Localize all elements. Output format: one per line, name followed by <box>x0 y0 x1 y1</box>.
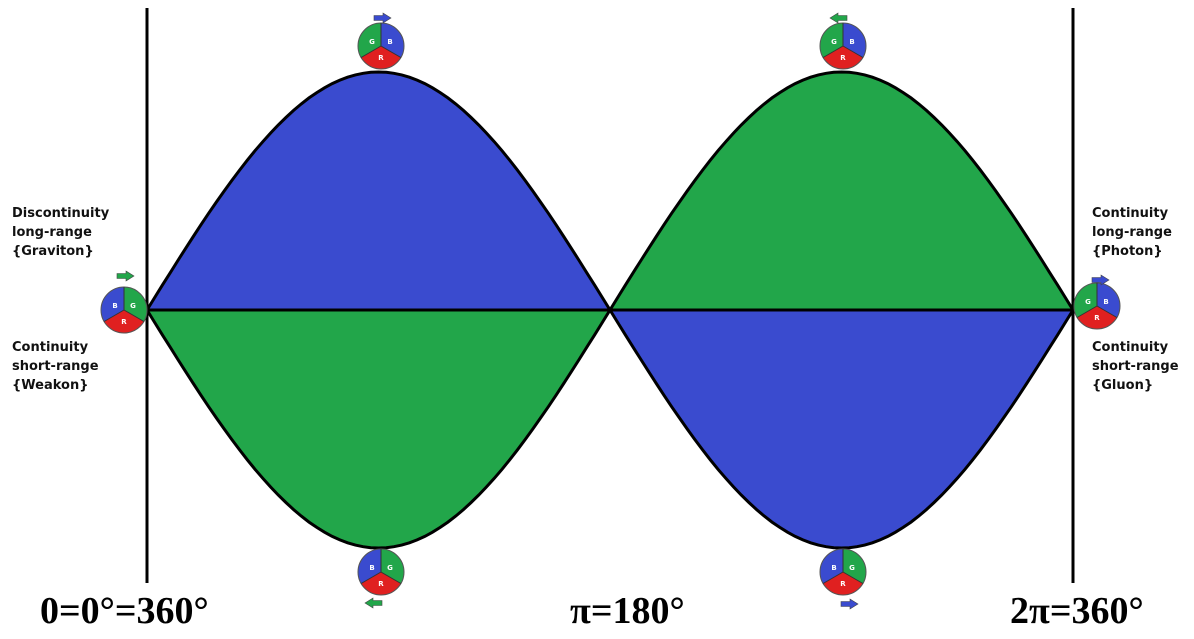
marker-letter-bottom: R <box>378 580 384 588</box>
right-upper-line-2: long-range <box>1092 225 1172 240</box>
right-upper-line-3: {Photon} <box>1092 244 1163 259</box>
upper-left-lobe <box>144 70 613 312</box>
marker-divider <box>123 309 145 322</box>
marker-divider <box>822 45 844 58</box>
marker-bottom-left-trough: B GR <box>357 548 405 609</box>
marker-divider <box>1076 305 1098 318</box>
axis-label-right: 2π=360° <box>1010 590 1144 632</box>
axis-label-middle: π=180° <box>570 590 685 632</box>
marker-top-left-crest: G BR <box>357 12 405 70</box>
marker-letter-top-right: G <box>849 564 855 572</box>
marker-letter-top-left: G <box>1085 298 1091 306</box>
marker-letter-top-right: B <box>849 38 854 46</box>
marker-letter-bottom: R <box>840 54 846 62</box>
marker-divider <box>842 571 864 584</box>
marker-letter-top-right: G <box>387 564 393 572</box>
marker-letter-bottom: R <box>378 54 384 62</box>
marker-divider <box>842 45 864 58</box>
marker-letter-top-left: B <box>369 564 374 572</box>
marker-letter-top-right: G <box>130 302 136 310</box>
left-lower-line-3: {Weakon} <box>12 378 89 393</box>
right-lower-line-2: short-range <box>1092 359 1179 374</box>
marker-sector-bottom <box>823 572 863 595</box>
right-lower-label: Continuity short-range {Gluon} <box>1092 338 1179 395</box>
marker-sector-bottom <box>361 46 401 69</box>
marker-letter-top-right: B <box>1103 298 1108 306</box>
right-lower-line-1: Continuity <box>1092 340 1169 355</box>
right-upper-label: Continuity long-range {Photon} <box>1092 204 1172 261</box>
right-upper-line-1: Continuity <box>1092 206 1169 221</box>
direction-arrow-left-icon <box>829 12 848 24</box>
left-lower-line-2: short-range <box>12 359 99 374</box>
marker-letter-top-left: G <box>831 38 837 46</box>
left-upper-line-1: Discontinuity <box>12 206 110 221</box>
marker-divider <box>1096 305 1118 318</box>
marker-sector-bottom <box>1077 306 1117 329</box>
marker-top-right-crest: G BR <box>819 12 867 70</box>
right-lower-line-3: {Gluon} <box>1092 378 1154 393</box>
left-upper-line-2: long-range <box>12 225 92 240</box>
marker-divider <box>380 571 402 584</box>
marker-letter-bottom: R <box>840 580 846 588</box>
marker-divider <box>360 571 382 584</box>
direction-arrow-right-icon <box>116 270 135 282</box>
marker-bottom-right-trough: B GR <box>819 548 867 610</box>
marker-letter-bottom: R <box>121 318 127 326</box>
upper-right-lobe <box>607 70 1076 312</box>
axis-label-left: 0=0°=360° <box>40 590 209 632</box>
marker-letter-top-left: B <box>831 564 836 572</box>
direction-arrow-right-icon <box>840 598 859 610</box>
marker-divider <box>380 45 402 58</box>
marker-letter-top-left: G <box>369 38 375 46</box>
marker-letter-top-left: B <box>112 302 117 310</box>
marker-left-axis: B GR <box>100 270 148 334</box>
marker-letter-top-right: B <box>387 38 392 46</box>
marker-divider <box>360 45 382 58</box>
left-upper-label: Discontinuity long-range {Graviton} <box>12 204 109 261</box>
marker-sector-bottom <box>823 46 863 69</box>
marker-sector-bottom <box>104 310 144 333</box>
left-lower-line-1: Continuity <box>12 340 89 355</box>
marker-right-axis: G BR <box>1073 274 1121 330</box>
lower-left-lobe <box>144 308 613 550</box>
left-lower-label: Continuity short-range {Weakon} <box>12 338 99 395</box>
lower-right-lobe <box>607 308 1076 550</box>
marker-letter-bottom: R <box>1094 314 1100 322</box>
direction-arrow-left-icon <box>364 597 383 609</box>
direction-arrow-right-icon <box>373 12 392 24</box>
marker-divider <box>822 571 844 584</box>
left-upper-line-3: {Graviton} <box>12 244 94 259</box>
marker-sector-bottom <box>361 572 401 595</box>
marker-divider <box>103 309 125 322</box>
direction-arrow-right-icon <box>1091 274 1110 286</box>
